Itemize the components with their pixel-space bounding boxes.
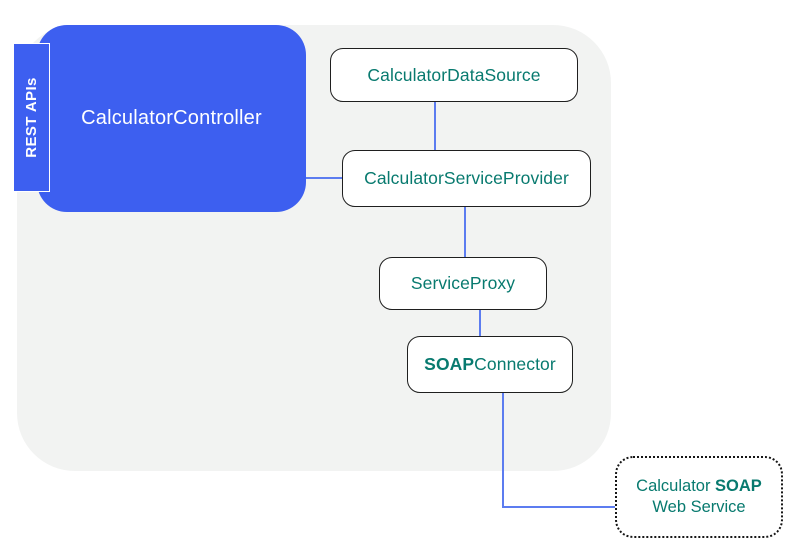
service-proxy-node: ServiceProxy (379, 257, 547, 310)
calculator-soap-web-service-label: Calculator SOAP Web Service (636, 477, 762, 516)
soap-connector-label: SOAPConnector (424, 354, 556, 374)
rest-apis-tag: REST APIs (13, 43, 50, 192)
edge-controller-serviceprovider (306, 177, 342, 179)
rest-apis-label: REST APIs (23, 77, 41, 158)
edge-datasource-serviceprovider (434, 102, 436, 150)
edge-soapconnector-webservice-horizontal (502, 506, 615, 508)
edge-soapconnector-webservice-vertical (502, 393, 504, 508)
service-proxy-label: ServiceProxy (410, 273, 516, 293)
edge-serviceproxy-soapconnector (479, 310, 481, 336)
calculator-service-provider-label: CalculatorServiceProvider (364, 168, 569, 188)
calculator-controller-label: CalculatorController (81, 107, 262, 129)
calculator-soap-web-service-node: Calculator SOAP Web Service (615, 456, 783, 538)
calculator-data-source-node: CalculatorDataSource (330, 48, 578, 102)
calculator-data-source-label: CalculatorDataSource (367, 64, 541, 85)
soap-connector-node: SOAPConnector (407, 336, 573, 393)
edge-serviceprovider-serviceproxy (464, 207, 466, 257)
calculator-service-provider-node: CalculatorServiceProvider (342, 150, 591, 207)
calculator-controller-node: CalculatorController (37, 25, 306, 212)
